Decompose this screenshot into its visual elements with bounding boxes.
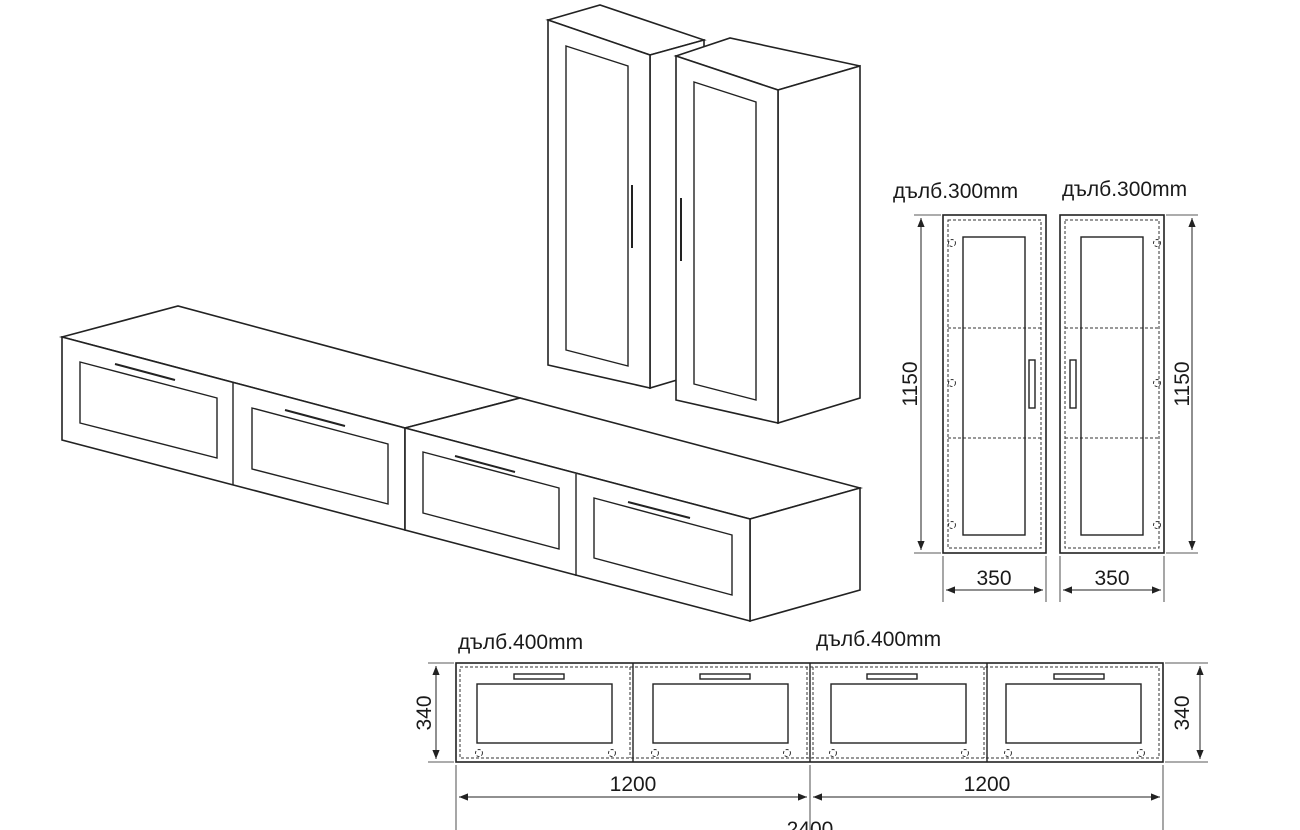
tall-front-right <box>1059 214 1165 554</box>
low-drawer-1 <box>475 673 616 757</box>
height-label-tall-right: 1150 <box>1171 361 1194 406</box>
low-unit-left-section <box>58 305 524 532</box>
low-drawer-4 <box>1004 673 1145 757</box>
low-unit-right-section <box>401 397 864 623</box>
width-dimension-low-right: 1200 <box>813 773 1160 801</box>
tall-cabinet-right <box>673 37 861 425</box>
height-label-low-left: 340 <box>413 695 436 730</box>
width-label-low-right: 1200 <box>964 773 1011 796</box>
width-label-tall-right: 350 <box>1094 567 1129 590</box>
front-view-tall-cabinets: дълб.300mm дълб.300mm 1150 1150 350 <box>893 178 1198 602</box>
height-dimension-tall-right: 1150 <box>1166 214 1198 554</box>
width-dimension-low-left: 1200 <box>459 773 807 801</box>
height-label-tall-left: 1150 <box>899 361 922 406</box>
width-label-low-left: 1200 <box>610 773 657 796</box>
width-label-tall-left: 350 <box>976 567 1011 590</box>
tall-front-left <box>942 214 1047 554</box>
front-view-low-unit: дълб.400mm дълб.400mm 340 340 1200 1200 <box>413 628 1208 830</box>
depth-label-low-left: дълб.400mm <box>458 631 583 654</box>
width-dimension-tall-left: 350 <box>942 556 1047 602</box>
height-label-low-right: 340 <box>1171 695 1194 730</box>
height-dimension-low-left: 340 <box>413 662 454 763</box>
low-drawer-3 <box>829 673 969 757</box>
width-dimension-total: 2400 <box>787 818 834 830</box>
height-dimension-low-right: 340 <box>1165 662 1208 763</box>
low-drawer-2 <box>651 673 791 757</box>
depth-label-tall-left: дълб.300mm <box>893 180 1018 203</box>
height-dimension-tall-left: 1150 <box>899 214 941 554</box>
isometric-view <box>58 4 864 623</box>
width-label-total: 2400 <box>787 818 834 830</box>
depth-label-tall-right: дълб.300mm <box>1062 178 1187 201</box>
depth-label-low-right: дълб.400mm <box>816 628 941 651</box>
width-dimension-tall-right: 350 <box>1059 556 1165 602</box>
